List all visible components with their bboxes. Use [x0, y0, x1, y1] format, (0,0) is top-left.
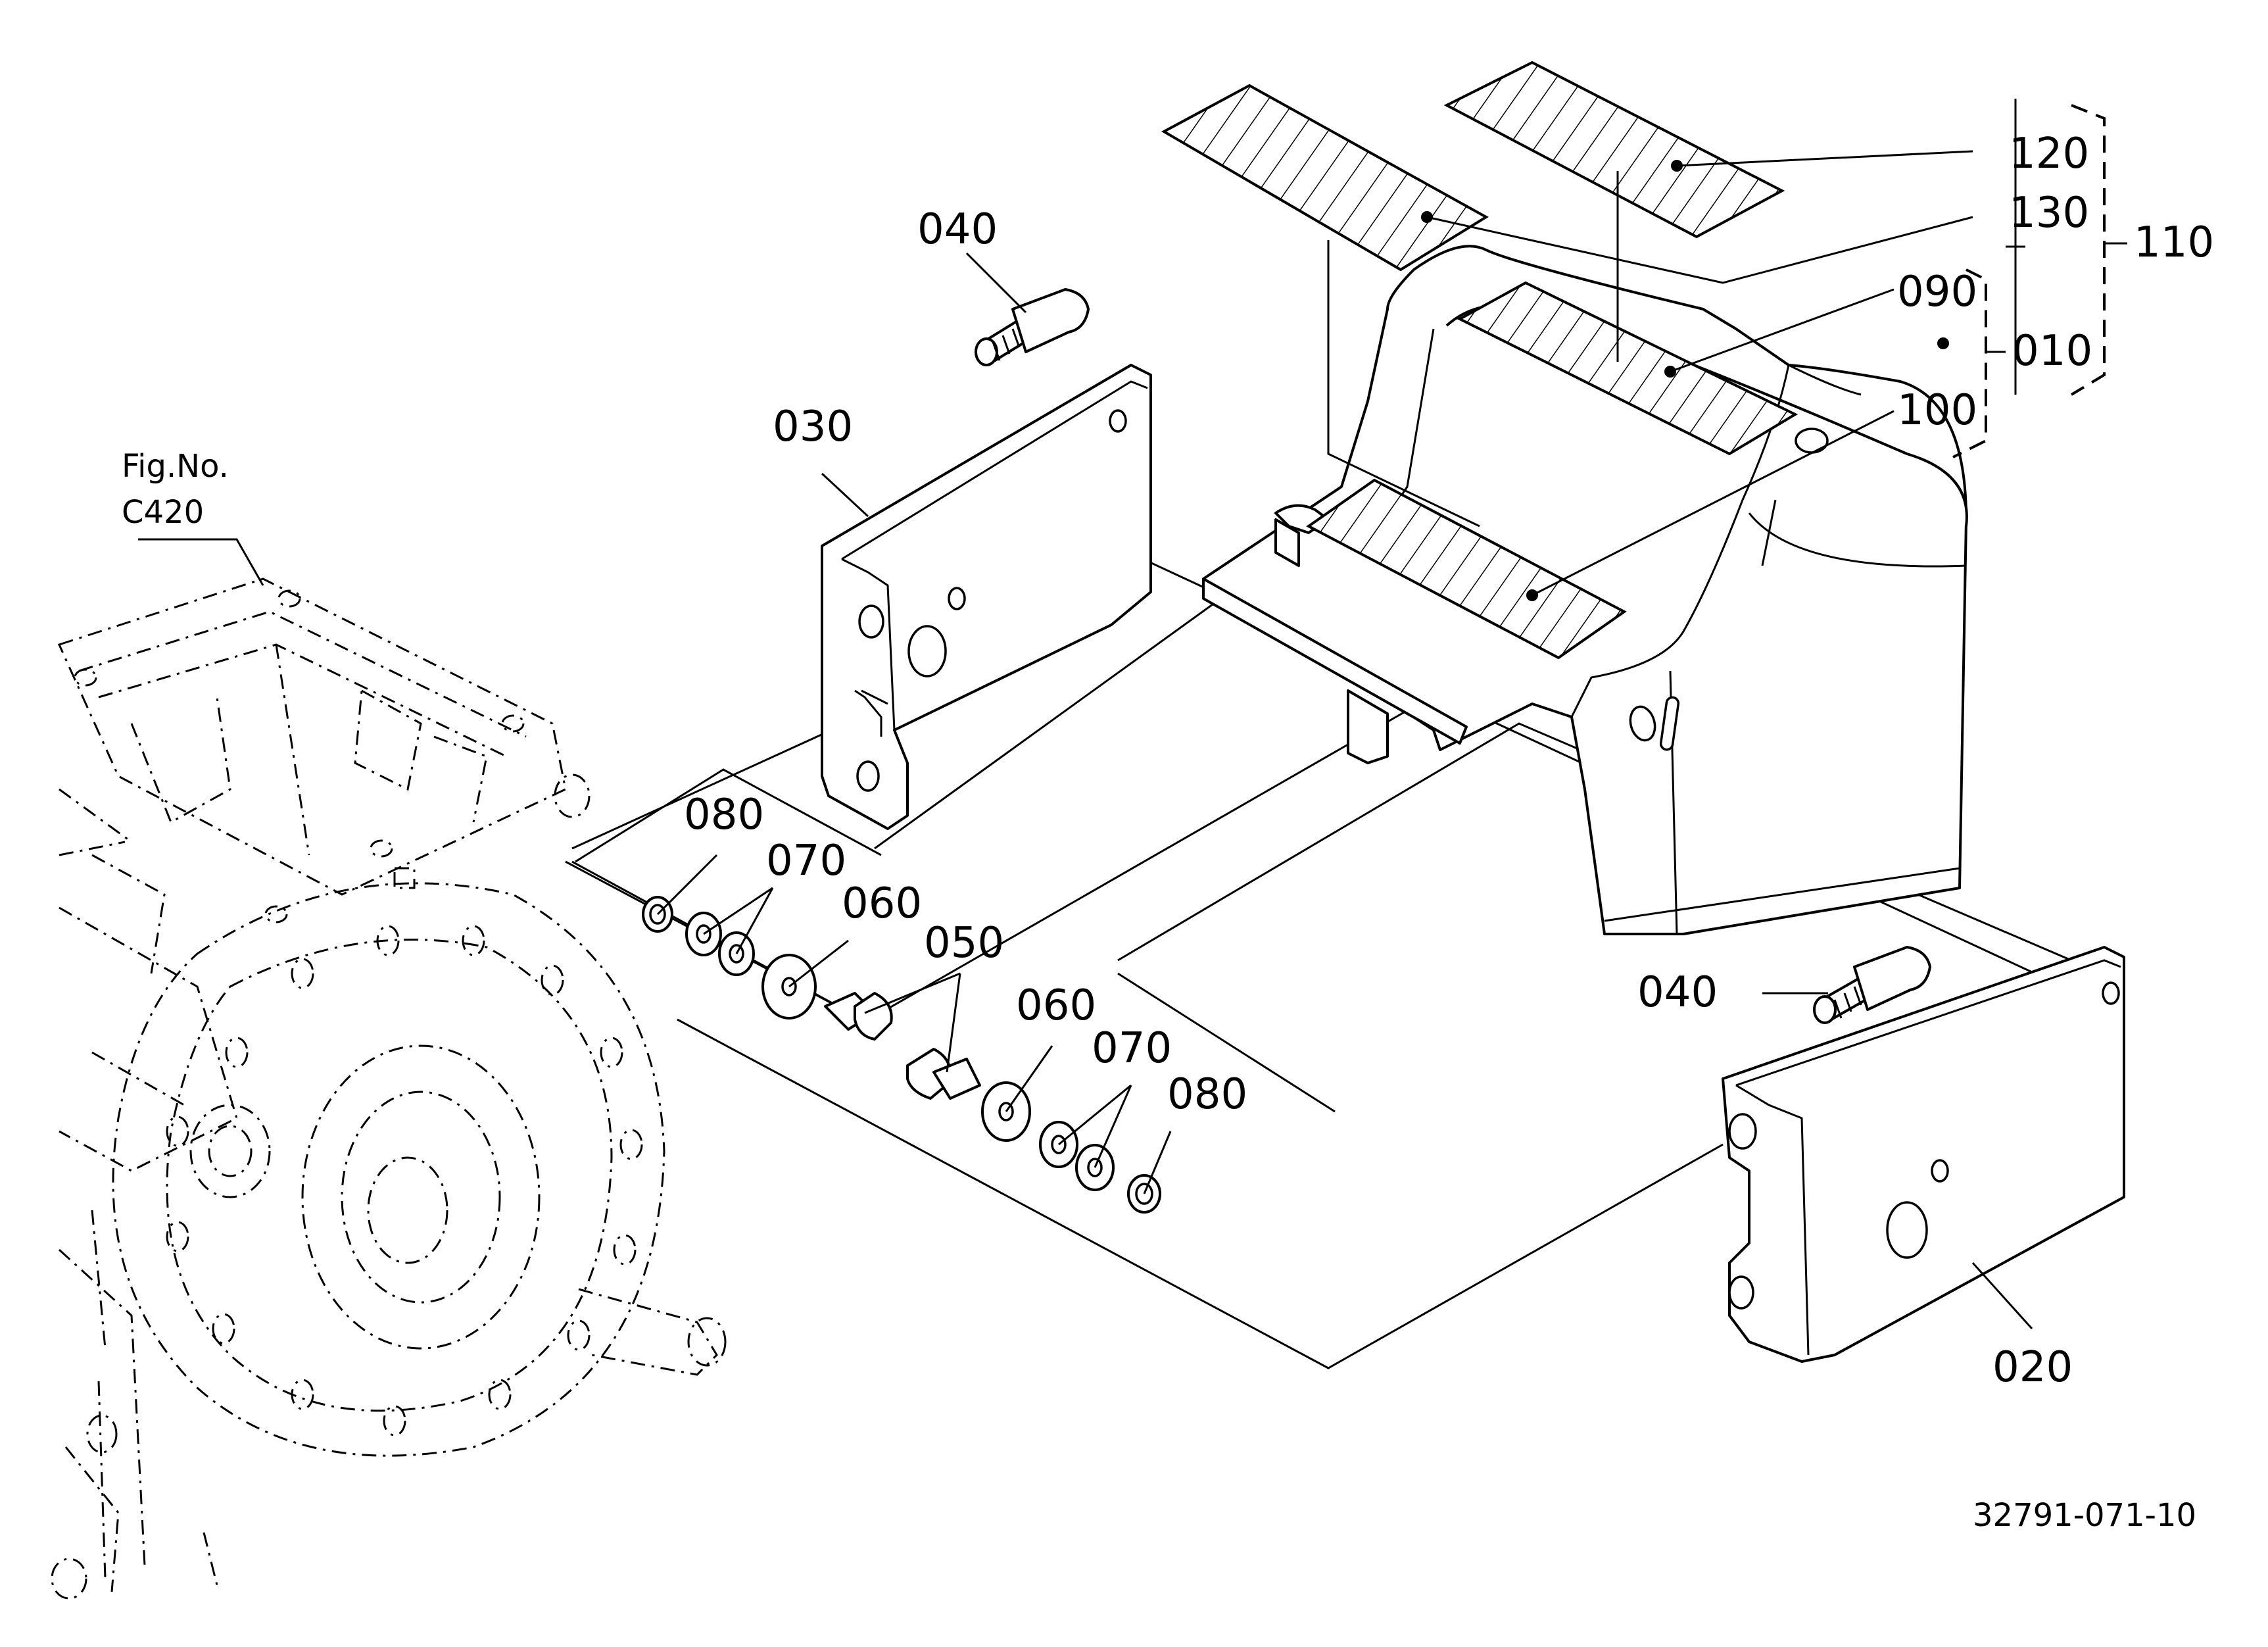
callout-080-left: 080 [684, 791, 764, 839]
callout-010: 010 [2012, 327, 2092, 376]
callout-030: 030 [773, 403, 853, 451]
leader-dots [1421, 160, 1949, 601]
drawing-number: 32791-071-10 [1973, 1497, 2196, 1534]
callout-090: 090 [1897, 268, 1977, 316]
transmission-housing-reference [51, 578, 727, 1600]
group-braces [1952, 104, 2127, 458]
fender-cover [1202, 245, 1968, 935]
bracket-right [1722, 946, 2125, 1363]
decals [1161, 61, 1785, 528]
callout-020: 020 [1992, 1343, 2073, 1392]
callout-130: 130 [2009, 189, 2089, 237]
mounting-reference-lines [565, 531, 2085, 1369]
leader-lines [138, 99, 2033, 1330]
callout-060-right: 060 [1016, 981, 1096, 1030]
callout-070-left: 070 [766, 837, 846, 885]
callout-050: 050 [924, 919, 1004, 968]
callout-120: 120 [2009, 130, 2089, 178]
callout-labels: Fig.No. C420 040 030 120 130 110 090 010… [122, 130, 2214, 1534]
callout-060-left: 060 [842, 879, 922, 928]
callout-100: 100 [1897, 386, 1977, 435]
bolt-040-right [1813, 946, 1931, 1024]
bolt-040-top [975, 288, 1090, 366]
fig-ref-line2: C420 [122, 494, 204, 531]
callout-040-right: 040 [1637, 968, 1718, 1017]
callout-040-top: 040 [917, 205, 998, 254]
bracket-left [821, 364, 1152, 830]
callout-110: 110 [2134, 218, 2214, 267]
callout-070-right: 070 [1092, 1024, 1172, 1073]
callout-080-right: 080 [1167, 1070, 1247, 1119]
fig-ref-line1: Fig.No. [122, 448, 229, 485]
